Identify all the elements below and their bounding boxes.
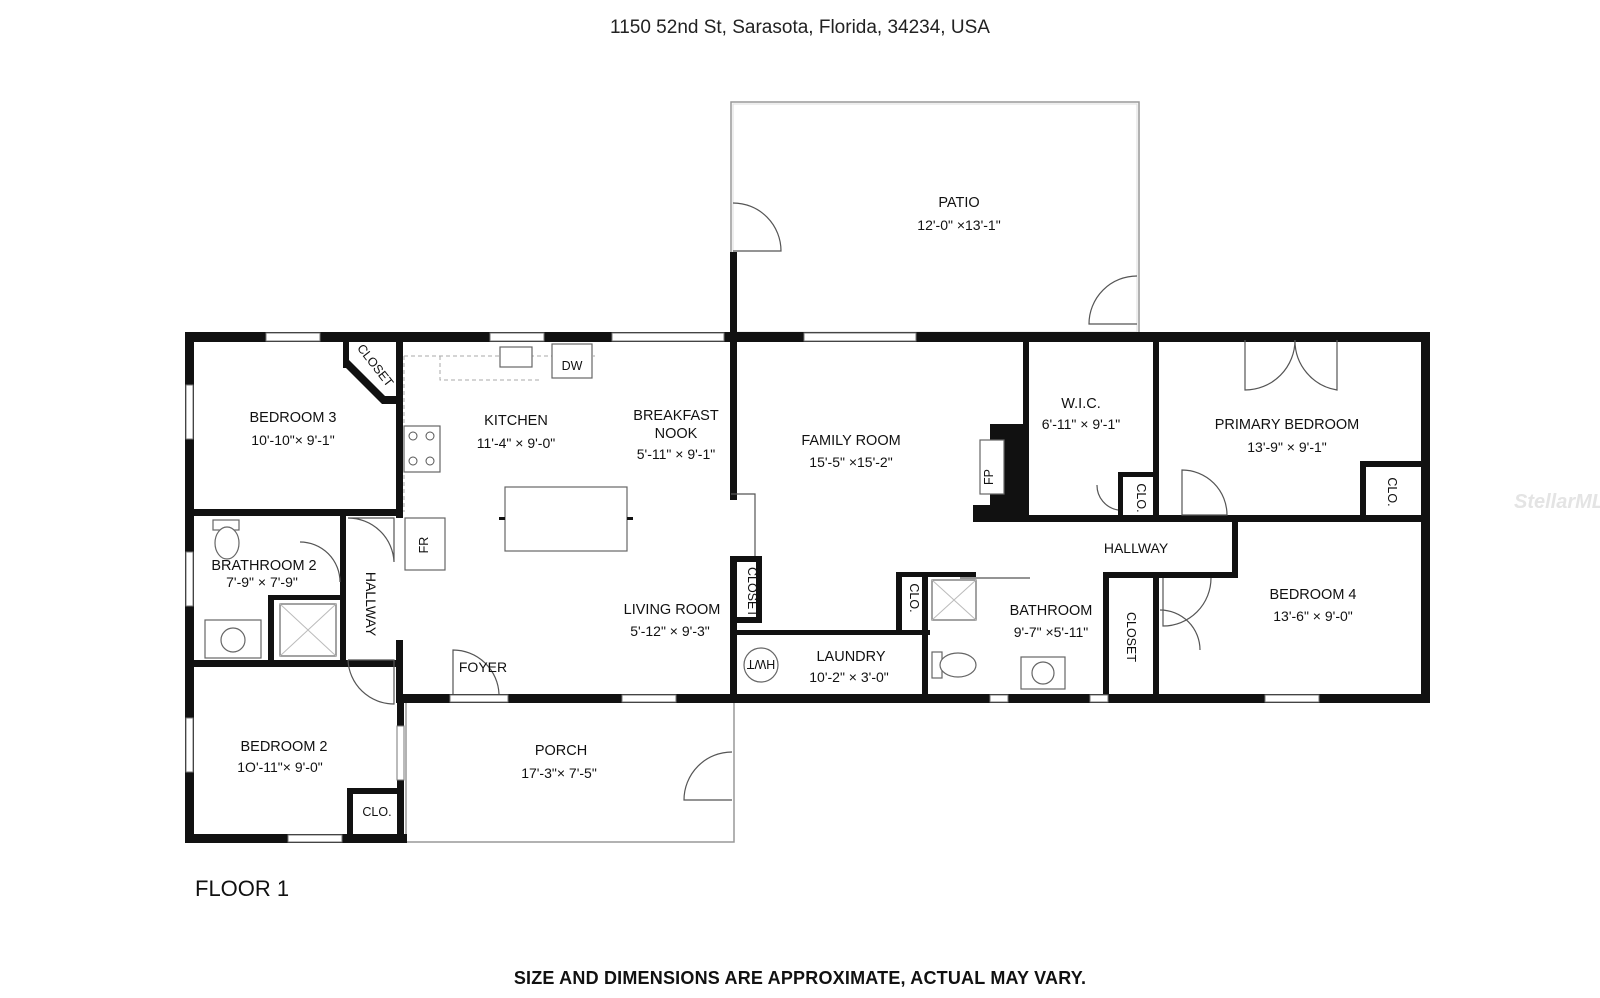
kitchen-fixtures — [403, 343, 633, 571]
nook-name-1: BREAKFAST — [633, 408, 719, 424]
dw-label: DW — [562, 359, 583, 373]
fp-label: FP — [982, 469, 996, 485]
hwt-label: HWT — [746, 657, 775, 671]
primary-bedroom-dims: 13'-9" × 9'-1" — [1247, 439, 1327, 455]
bedroom3-name: BEDROOM 3 — [249, 410, 336, 426]
room-labels: PATIO 12'-0" ×13'-1" BEDROOM 3 10'-10"× … — [211, 195, 1359, 781]
patio-name: PATIO — [938, 195, 979, 211]
watermark: StellarMLS — [1514, 491, 1600, 513]
bathroom-dims: 9'-7" ×5'-11" — [1014, 624, 1089, 640]
wic-dims: 6'-11" × 9'-1" — [1042, 416, 1120, 432]
fr-label: FR — [417, 537, 431, 554]
family-room-dims: 15'-5" ×15'-2" — [809, 454, 892, 470]
wic-name: W.I.C. — [1061, 396, 1100, 412]
bathroom2-dims: 7'-9" × 7'-9" — [226, 574, 298, 590]
foyer-label: FOYER — [459, 659, 507, 675]
kitchen-dims: 11'-4" × 9'-0" — [477, 435, 555, 451]
living-room-name: LIVING ROOM — [624, 602, 721, 618]
bedroom2-name: BEDROOM 2 — [240, 739, 327, 755]
porch-dims: 17'-3"× 7'-5" — [521, 765, 597, 781]
living-room-dims: 5'-12" × 9'-3" — [630, 623, 710, 639]
clo-laundry-label: CLO. — [907, 583, 921, 612]
family-room-name: FAMILY ROOM — [801, 433, 900, 449]
porch-name: PORCH — [535, 743, 587, 759]
address-title: 1150 52nd St, Sarasota, Florida, 34234, … — [610, 17, 990, 38]
disclaimer: SIZE AND DIMENSIONS ARE APPROXIMATE, ACT… — [513, 968, 1087, 988]
bathroom2-name: BRATHROOM 2 — [211, 558, 316, 574]
laundry-name: LAUNDRY — [816, 649, 885, 665]
closet-east-label: CLOSET — [1124, 612, 1138, 662]
clo-primary-label: CLO. — [1385, 477, 1399, 506]
laundry-dims: 10'-2" × 3'-0" — [809, 669, 889, 685]
hallway-west-label: HALLWAY — [363, 572, 379, 637]
floor-label: FLOOR 1 — [195, 876, 290, 901]
clo-bedroom2-label: CLO. — [362, 805, 391, 819]
kitchen-name: KITCHEN — [484, 413, 548, 429]
primary-bedroom-name: PRIMARY BEDROOM — [1215, 417, 1360, 433]
doors — [299, 339, 1338, 705]
bedroom4-name: BEDROOM 4 — [1269, 587, 1356, 603]
bedroom4-dims: 13'-6" × 9'-0" — [1273, 608, 1353, 624]
closet-bedroom3-label: CLOSET — [354, 342, 396, 390]
hallway-east-label: HALLWAY — [1104, 540, 1169, 556]
nook-name-2: NOOK — [655, 426, 698, 442]
bathroom-name: BATHROOM — [1010, 603, 1093, 619]
bedroom2-dims: 1O'-11"× 9'-0" — [237, 759, 322, 775]
windows — [185, 332, 1320, 843]
bedroom3-dims: 10'-10"× 9'-1" — [251, 432, 334, 448]
bath-fixtures — [204, 439, 1066, 690]
closet-mid-label: CLOSET — [745, 567, 759, 617]
clo-wic-label: CLO. — [1134, 483, 1148, 512]
patio-dims: 12'-0" ×13'-1" — [917, 217, 1000, 233]
nook-dims: 5'-11" × 9'-1" — [637, 446, 715, 462]
